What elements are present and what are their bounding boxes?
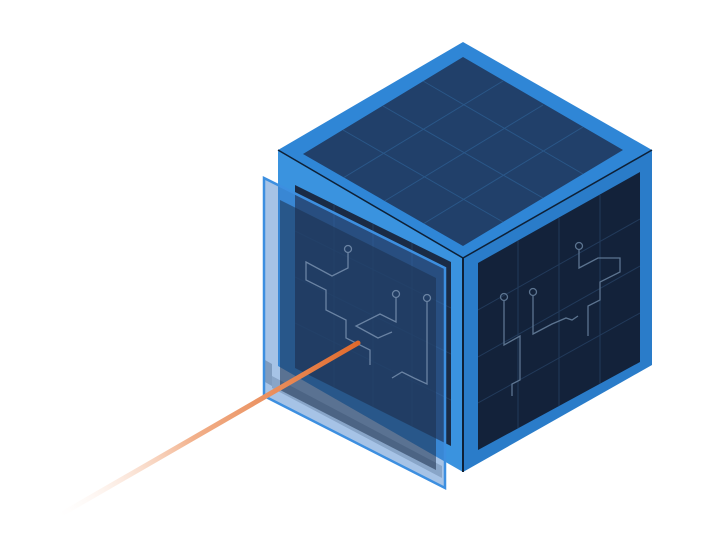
floating-circuit-panel xyxy=(262,175,447,491)
cube-right-face xyxy=(478,172,640,450)
laser-beam xyxy=(57,340,361,518)
cube-top-face xyxy=(303,57,623,246)
panel-circuit-traces xyxy=(305,244,432,386)
right-circuit-traces xyxy=(499,241,621,396)
